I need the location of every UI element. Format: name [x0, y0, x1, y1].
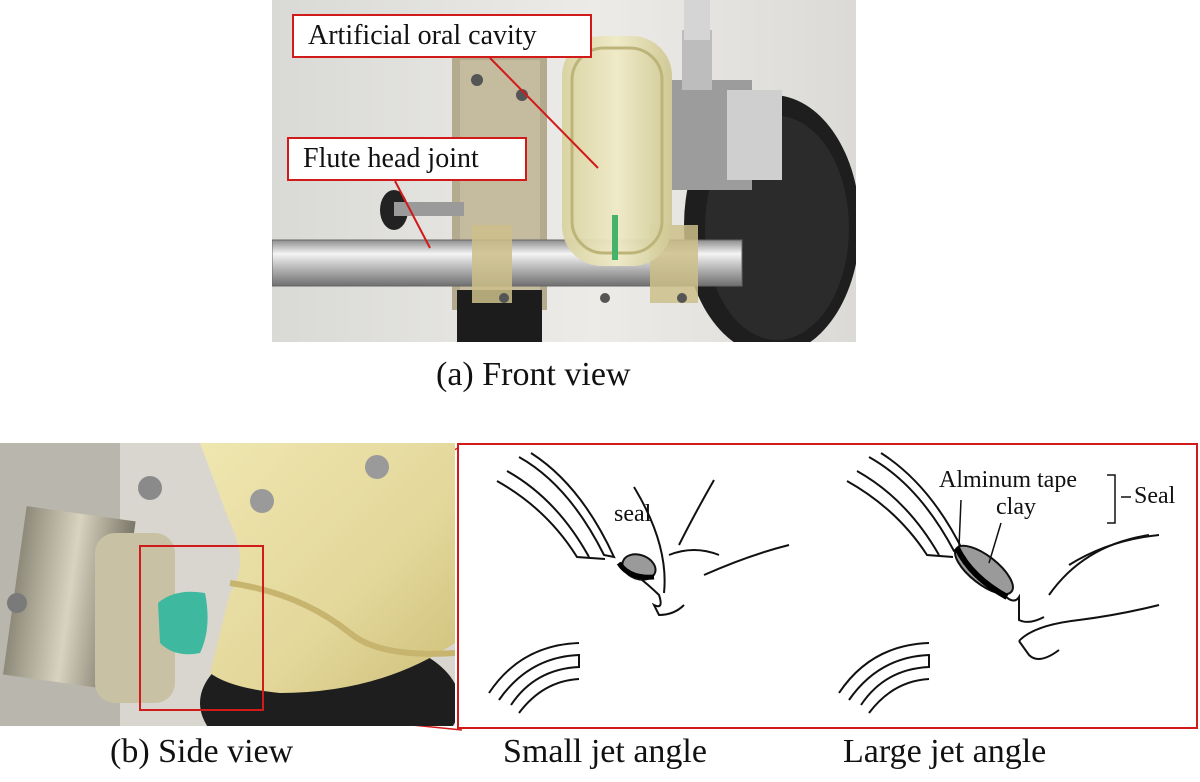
jet-angle-schematic [488, 452, 1160, 714]
callout-artificial-oral-cavity: Artificial oral cavity [292, 14, 592, 58]
label-seal-large: Seal [1134, 483, 1176, 509]
caption-large-jet-angle: Large jet angle [843, 733, 1047, 770]
large-clay-ellipse [954, 544, 1014, 596]
caption-side-view: (b) Side view [110, 733, 294, 770]
caption-small-jet-angle: Small jet angle [503, 733, 707, 770]
jet-angle-diagram-box: seal Alminum tape clay Seal [457, 443, 1198, 729]
seal-brace [1107, 474, 1116, 524]
side-view-photo [0, 443, 455, 726]
label-clay: clay [996, 494, 1036, 520]
side-view-illustration [0, 443, 455, 726]
caption-front-view: (a) Front view [436, 356, 631, 393]
label-seal-small: seal [614, 501, 652, 527]
small-jet-angle-drawing [488, 452, 790, 714]
aluminum-tape-line [954, 546, 1009, 600]
callout-flute-head-joint: Flute head joint [287, 137, 527, 181]
label-aluminum-tape: Alminum tape [939, 467, 1077, 493]
